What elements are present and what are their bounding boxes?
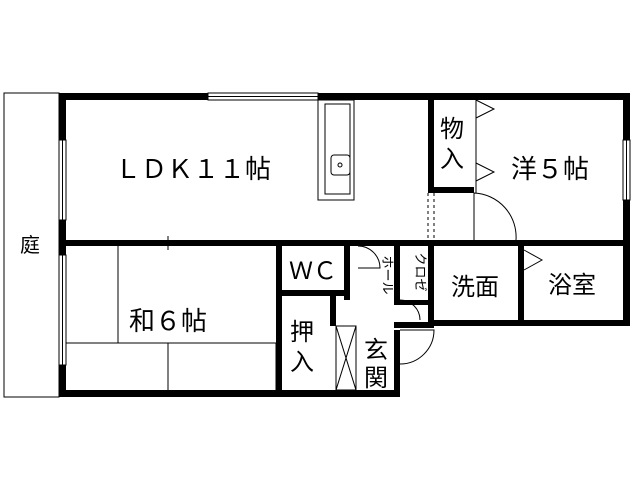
storage-label-1: 物 bbox=[440, 115, 464, 143]
storage-label-2: 入 bbox=[440, 145, 464, 173]
entrance-door bbox=[399, 329, 435, 365]
entrance-label-2: 関 bbox=[364, 364, 388, 392]
walls bbox=[59, 93, 630, 397]
kitchen-counter bbox=[317, 99, 355, 201]
japanese-room-label: 和６帖 bbox=[129, 307, 207, 337]
bathroom-door bbox=[523, 249, 544, 271]
dashed-lines bbox=[427, 193, 520, 244]
hall-label: ホール bbox=[379, 255, 394, 294]
oshiire-label-2: 入 bbox=[290, 348, 314, 376]
garden-area bbox=[3, 92, 60, 398]
washroom-label: 洗面 bbox=[451, 273, 499, 301]
oshiire-x bbox=[335, 325, 357, 391]
oshiire-label-1: 押 bbox=[290, 318, 314, 346]
entrance-label-1: 玄 bbox=[364, 336, 388, 364]
storage-doors bbox=[475, 99, 496, 193]
western-door bbox=[473, 192, 517, 241]
bathroom-label: 浴室 bbox=[548, 271, 596, 299]
western-room-label: 洋５帖 bbox=[511, 155, 589, 185]
wc-label: ＷＣ bbox=[289, 257, 337, 285]
ldk-label: ＬＤＫ１１帖 bbox=[115, 155, 271, 185]
tatami-lines bbox=[66, 236, 277, 390]
windows bbox=[58, 92, 631, 366]
hall-doors bbox=[357, 245, 421, 321]
closet-label: クロゼ bbox=[412, 252, 427, 291]
garden-label: 庭 bbox=[20, 233, 40, 257]
